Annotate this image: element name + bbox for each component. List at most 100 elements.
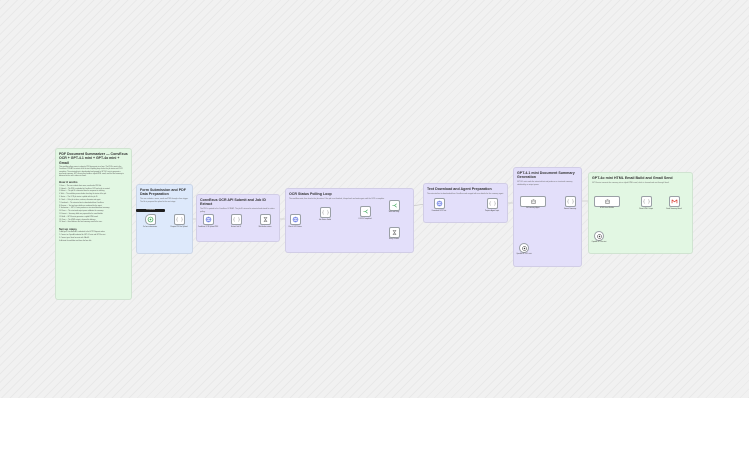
setup-step: 1. Add your ConvExus API credentials to …: [59, 232, 106, 234]
hourglass-icon: [392, 230, 397, 235]
node-label: OpenAI GPT-4.1 mini: [516, 254, 532, 255]
how-step: 7. Download — The extracted text is down…: [59, 202, 105, 204]
openai-icon: [596, 233, 602, 239]
section-desc: The workflow waits, then checks the job …: [289, 197, 385, 200]
node-label: On form submission: [142, 227, 158, 228]
section-title: GPT-4o mini HTML Email Build and Gmail S…: [592, 176, 673, 180]
overview-title: PDF Document Summarizer — ConvExus OCR +…: [59, 152, 128, 165]
node-label: Download OCR Text: [431, 211, 447, 212]
node-label: If OCR Completed: [358, 219, 372, 220]
how-step: 10. Parse — The structured output parser…: [59, 211, 104, 213]
clean-html-node[interactable]: { }: [641, 196, 652, 207]
node-label: Check OCR Status: [288, 227, 302, 228]
gmail-send-node[interactable]: [669, 196, 680, 207]
code-braces-icon: { }: [233, 217, 240, 222]
node-label: Send Summary Email: [666, 209, 682, 210]
section-title: OCR Status Polling Loop: [289, 192, 332, 196]
code-braces-icon: { }: [322, 210, 329, 215]
node-label: Extract Job ID: [230, 227, 241, 228]
code-braces-icon: { }: [176, 217, 183, 222]
node-label: Clean HTML Output: [638, 209, 654, 210]
section-polling-note: OCR Status Polling Loop The workflow wai…: [285, 188, 414, 253]
section-title: ConvExus OCR API Submit and Job ID Extra…: [200, 198, 266, 207]
wait-retry-node[interactable]: [389, 200, 400, 211]
globe-icon: [292, 216, 299, 223]
section-desc: GPT-4o mini converts the summary into a …: [592, 181, 670, 184]
node-label: Job Status Fields: [318, 220, 332, 221]
svg-text:{ }: { }: [233, 217, 240, 222]
how-step: 8. Prepare — Text and user details are c…: [59, 205, 103, 207]
setup-step: 2. Connect an OpenAI credential for GPT-…: [59, 235, 106, 237]
robot-icon: [530, 199, 536, 204]
globe-icon: [436, 200, 443, 207]
section-title: Text Download and Agent Preparation: [427, 187, 492, 191]
section-desc: The user submits a name, email and PDF t…: [140, 198, 189, 203]
prepare-agent-node[interactable]: { }: [487, 198, 498, 209]
check-status-node[interactable]: [290, 214, 301, 225]
section-title: Form Submission and PDF Data Preparation: [140, 188, 186, 197]
branch-icon: [363, 209, 368, 214]
extract-job-id-node[interactable]: { }: [231, 214, 242, 225]
job-fields-node[interactable]: { }: [320, 207, 331, 218]
svg-text:{ }: { }: [643, 199, 650, 204]
how-step: 2. Upload — The PDF is uploaded to ConvE…: [59, 188, 110, 190]
gpt4o-model-node[interactable]: [594, 231, 604, 241]
setup-step: 3. Connect your Gmail account with OAuth…: [59, 237, 90, 239]
how-step: 1. Form — The user submits their name, e…: [59, 185, 102, 187]
overview-intro: This workflow allows users to submit a P…: [59, 167, 124, 177]
openai-icon: [521, 245, 527, 251]
summary-agent-node[interactable]: [520, 196, 546, 207]
node-label: Prepare PDF for Upload: [170, 227, 188, 228]
node-label: Retry Counter: [389, 239, 399, 240]
node-label: ConvExus OCR Upload PDF: [197, 227, 219, 228]
html-builder-node[interactable]: [594, 196, 620, 207]
how-step: 3. Extract — The job ID is extracted fro…: [59, 191, 105, 193]
how-step: 13. Clean — The HTML output is cleaned f…: [59, 219, 96, 221]
robot-icon: [604, 199, 610, 204]
setup-step: 4. Activate the workflow and share the f…: [59, 240, 92, 242]
workflow-canvas[interactable]: PDF Document Summarizer — ConvExus OCR +…: [0, 0, 749, 398]
code-braces-icon: { }: [643, 199, 650, 204]
node-label: Wait before status: [258, 227, 272, 228]
section-desc: GPT-4.1 mini reads the extracted text an…: [517, 181, 573, 186]
gpt41-model-node[interactable]: [519, 243, 529, 253]
branch-icon: [392, 203, 397, 208]
how-step: 9. Summarize — GPT-4.1 mini produces a s…: [59, 208, 110, 210]
how-step: 5. Status — The OCR job status is polled…: [59, 197, 98, 199]
ocr-upload-node[interactable]: [203, 214, 214, 225]
wait-node[interactable]: [260, 214, 271, 225]
globe-icon: [205, 216, 212, 223]
node-label: AI Summary Agent: [526, 208, 540, 209]
how-step: 4. Wait — The workflow pauses before che…: [59, 194, 107, 196]
code-braces-icon: { }: [567, 199, 574, 204]
how-step: 11. Format — Summary fields are prepared…: [59, 214, 104, 215]
svg-text:{ }: { }: [567, 199, 574, 204]
format-summary-node[interactable]: { }: [565, 196, 576, 207]
how-it-works-heading: How it works: [59, 180, 78, 185]
how-step: 14. Send — Gmail delivers the final summ…: [59, 222, 103, 224]
node-label: HTML Email Builder: [599, 208, 615, 209]
section-desc: The PDF is posted to the ConvExus OCR AP…: [200, 208, 275, 213]
how-step: 6. Check — If the job is done, continue;…: [59, 199, 101, 201]
node-label: Prepare Agent Input: [484, 211, 500, 212]
gmail-icon: [671, 199, 678, 204]
section-desc: The extracted text is downloaded from Co…: [427, 192, 504, 195]
form-trigger-node[interactable]: [145, 214, 156, 225]
setup-heading: Set up steps: [59, 226, 77, 231]
workflow-overview-note: PDF Document Summarizer — ConvExus OCR +…: [55, 148, 132, 300]
test-workflow-button[interactable]: Test workflow: [136, 209, 165, 212]
node-label: Wait and Retry: [388, 212, 400, 213]
svg-text:{ }: { }: [176, 217, 183, 222]
node-label: OpenAI GPT-4o mini: [591, 242, 607, 243]
retry-counter-node[interactable]: [389, 227, 400, 238]
how-step: 12. Build — GPT-4o mini generates a styl…: [59, 216, 99, 218]
svg-text:{ }: { }: [489, 201, 496, 206]
section-title: GPT-4.1 mini Document Summary Generation: [517, 171, 575, 180]
form-icon: [147, 216, 154, 223]
prepare-pdf-node[interactable]: { }: [174, 214, 185, 225]
hourglass-icon: [263, 217, 268, 222]
svg-text:{ }: { }: [322, 210, 329, 215]
download-text-node[interactable]: [434, 198, 445, 209]
node-label: Format Summary: [563, 209, 577, 210]
if-completed-node[interactable]: [360, 206, 371, 217]
